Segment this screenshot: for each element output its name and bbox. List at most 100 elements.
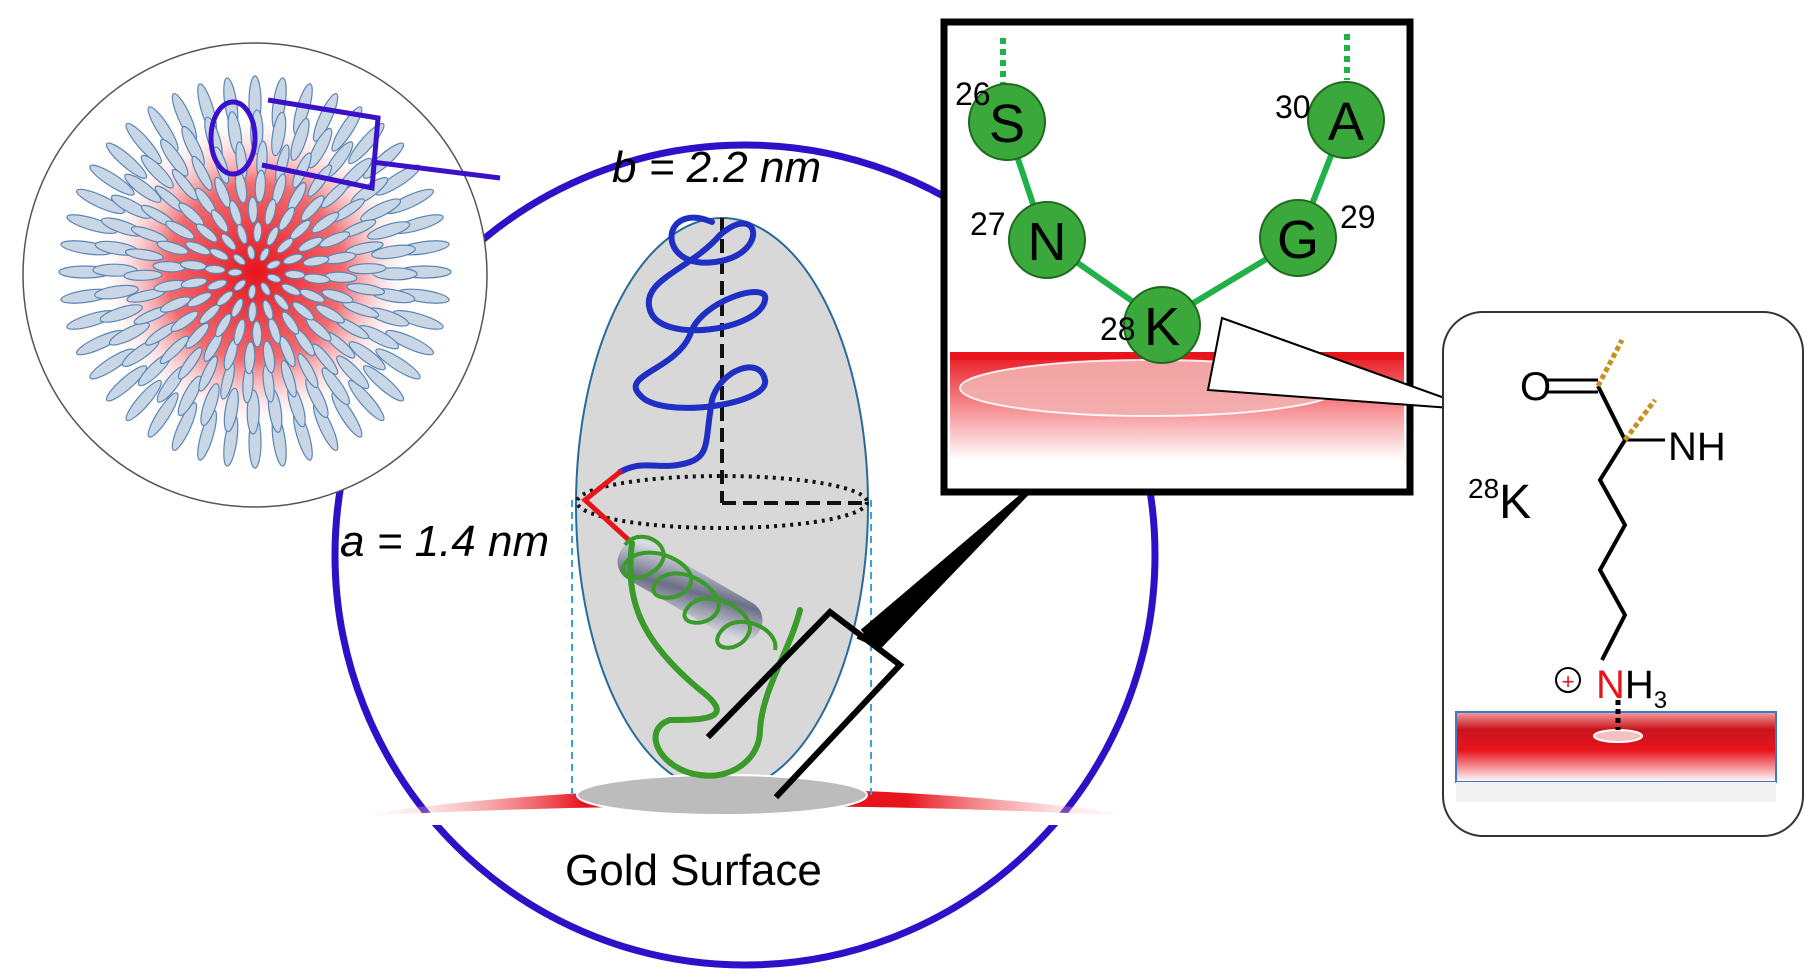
corona-protein: [125, 379, 162, 422]
corona-protein: [233, 279, 247, 292]
corona-protein: [200, 383, 220, 427]
lysine-structure-panel: O NH 28K + NH3: [1442, 311, 1804, 837]
svg-text:K: K: [1144, 297, 1180, 357]
corona-protein: [236, 223, 248, 245]
svg-text:28: 28: [1100, 311, 1136, 347]
corona-protein: [232, 253, 246, 266]
corona-protein: [347, 263, 387, 275]
corona-protein: [105, 365, 148, 402]
gold-surface-label: Gold Surface: [565, 846, 822, 895]
corona-protein: [177, 346, 203, 380]
corona-protein: [124, 248, 164, 262]
corona-protein: [266, 226, 279, 246]
corona-protein: [302, 255, 330, 267]
corona-protein: [299, 288, 325, 303]
corona-protein: [185, 241, 211, 256]
corona-protein: [177, 375, 202, 417]
corona-protein: [247, 284, 257, 300]
amide-NH: NH: [1668, 425, 1726, 469]
corona-protein: [319, 231, 351, 248]
svg-text:29: 29: [1340, 199, 1376, 235]
corona-protein: [123, 269, 163, 281]
corona-protein: [348, 379, 385, 422]
corona-protein: [180, 277, 208, 289]
carbonyl-O: O: [1520, 365, 1551, 409]
corona-protein: [276, 237, 294, 254]
corona-protein: [308, 127, 333, 169]
residue-inset: S 26 N 27 K 28 G 29 A 30: [940, 18, 1414, 496]
corona-protein: [336, 355, 370, 390]
a-dimension-label: a = 1.4 nm: [340, 517, 549, 566]
equator-ellipse: [575, 474, 869, 530]
corona-protein: [281, 311, 300, 335]
corona-protein: [367, 221, 411, 240]
corona-protein: [171, 402, 198, 451]
corona-protein: [312, 93, 339, 142]
corona-protein: [260, 282, 271, 296]
corona-protein: [105, 142, 148, 179]
corona-protein: [266, 273, 282, 283]
corona-protein: [187, 292, 212, 308]
corona-protein: [298, 236, 323, 252]
corona-protein: [140, 154, 174, 189]
residue-N: N 27: [970, 201, 1086, 279]
corona-protein: [311, 211, 340, 234]
svg-text:N: N: [1028, 212, 1067, 272]
charge-symbol: [1555, 667, 1581, 693]
corona-protein: [159, 296, 191, 313]
corona-protein: [191, 155, 213, 191]
corona-protein: [321, 289, 354, 304]
corona-protein: [223, 387, 239, 433]
corona-protein: [266, 259, 281, 270]
corona-protein: [273, 293, 290, 311]
corona-protein: [210, 209, 229, 233]
corona-protein: [195, 223, 218, 243]
zoom-callout: [208, 97, 501, 192]
svg-text:G: G: [1277, 210, 1319, 270]
corona-protein: [159, 335, 190, 365]
ellipsoid-footprint: [576, 774, 868, 816]
corona-protein: [280, 360, 297, 398]
corona-protein: [227, 268, 243, 277]
corona-protein: [89, 164, 135, 196]
residue-G: G 29: [1259, 199, 1376, 277]
corona-protein: [271, 111, 287, 157]
svg-text:27: 27: [970, 206, 1006, 242]
corona-protein: [216, 290, 234, 307]
corona-protein: [331, 106, 363, 152]
svg-text:30: 30: [1275, 89, 1311, 125]
corona-protein: [209, 248, 229, 261]
corona-protein: [385, 329, 434, 356]
corona-protein: [165, 220, 195, 240]
corona-protein: [281, 283, 301, 296]
corona-protein: [231, 298, 244, 318]
corona-protein: [156, 240, 189, 255]
corona-protein: [108, 322, 150, 346]
corona-protein: [94, 284, 139, 300]
corona-protein: [252, 221, 263, 243]
b-dimension-label: b = 2.2 nm: [612, 143, 821, 192]
corona-protein: [246, 244, 256, 260]
corona-protein: [206, 279, 228, 291]
corona-protein: [290, 117, 310, 161]
svg-text:S: S: [989, 94, 1025, 154]
corona-protein: [371, 244, 416, 260]
bond-tick-2: [1623, 398, 1657, 442]
corona-protein: [279, 336, 296, 368]
corona-protein: [159, 138, 189, 177]
corona-protein: [214, 176, 231, 208]
corona-protein: [321, 367, 351, 406]
corona-protein: [125, 122, 162, 165]
corona-protein: [246, 389, 260, 435]
outer-circle: [331, 141, 1159, 969]
residue-S: S 26: [955, 76, 1046, 161]
corona-protein: [262, 299, 274, 321]
corona-protein: [99, 304, 143, 323]
corona-protein: [244, 341, 256, 375]
corona-protein: [147, 392, 179, 438]
corona-protein: [251, 320, 263, 348]
corona-protein: [259, 247, 270, 262]
corona-protein: [300, 195, 325, 222]
bond-tick-1: [1595, 338, 1625, 388]
